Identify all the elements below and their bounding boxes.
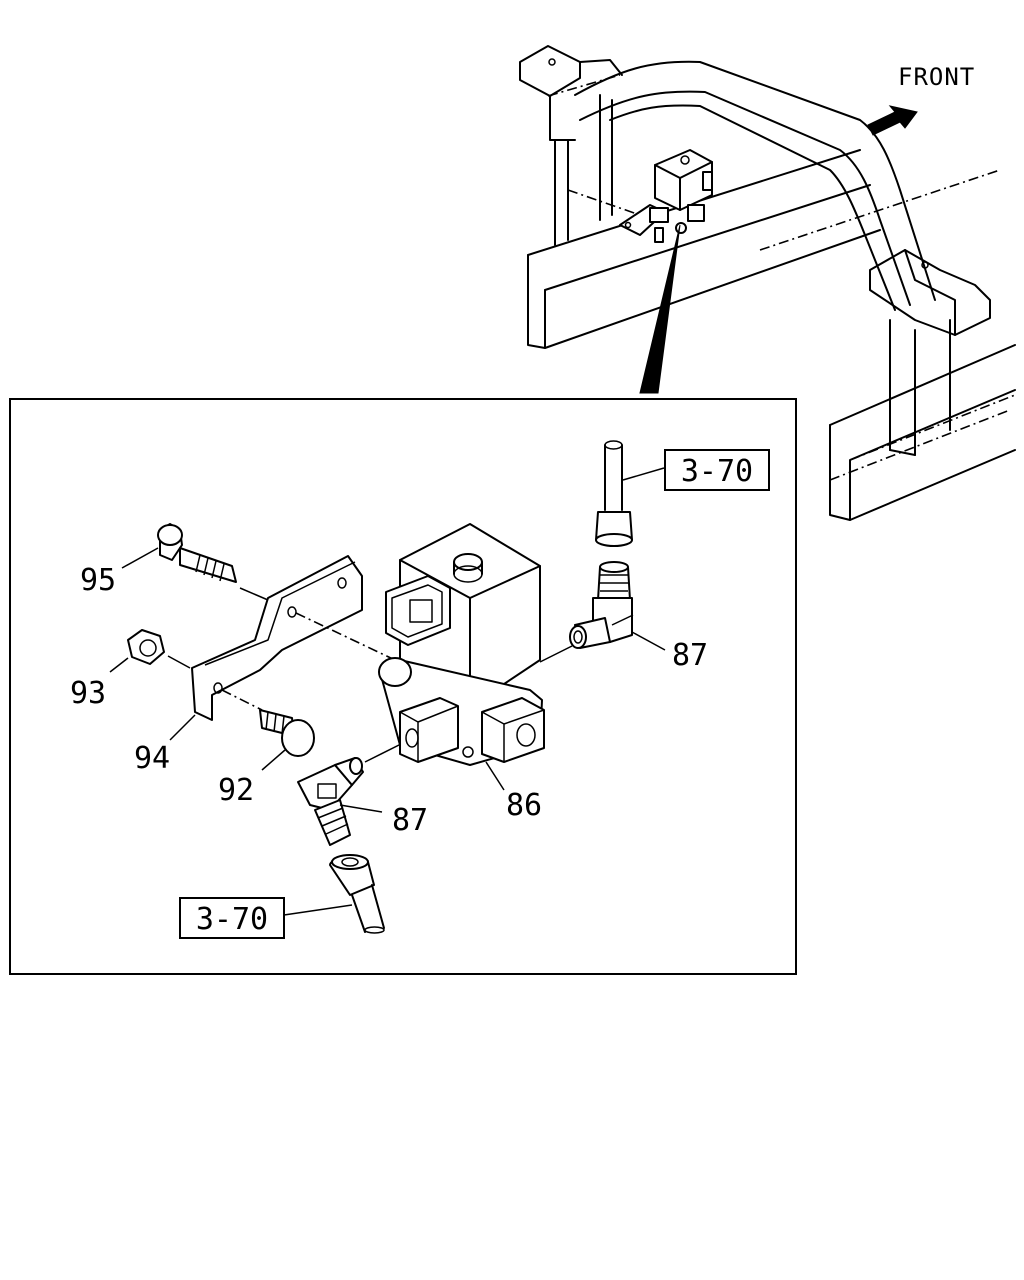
front-label: FRONT (898, 63, 975, 91)
front-arrow-icon (867, 105, 918, 136)
ref-box-upper: 3-70 (664, 449, 770, 491)
callout-94: 94 (134, 741, 170, 776)
valve-86 (378, 523, 545, 791)
vehicle-frame-overview (519, 45, 1016, 521)
callout-93: 93 (70, 676, 106, 711)
ref-label-lower: 3-70 (196, 902, 268, 937)
detail-frame (9, 398, 797, 975)
lower-hose (283, 854, 385, 934)
callout-95: 95 (80, 563, 116, 598)
detail-leader (639, 224, 681, 394)
callout-87-lower: 87 (392, 803, 428, 838)
front-direction-indicator: FRONT (867, 63, 975, 136)
bolt-95 (121, 523, 269, 601)
bolt-92 (259, 709, 315, 771)
callout-86: 86 (506, 788, 542, 823)
nut-93 (109, 629, 191, 673)
callout-92: 92 (218, 773, 254, 808)
fitting-87-lower (297, 757, 383, 846)
upper-hose (595, 440, 665, 547)
ref-label-upper: 3-70 (681, 454, 753, 489)
bracket-94 (169, 555, 363, 741)
fitting-87-upper (569, 561, 666, 651)
ref-box-lower: 3-70 (179, 897, 285, 939)
callout-87-upper: 87 (672, 638, 708, 673)
